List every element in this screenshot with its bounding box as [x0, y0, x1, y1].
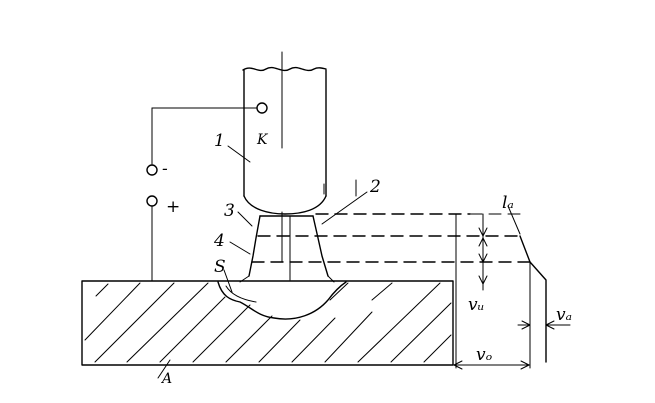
dim-arrow-4 [478, 275, 488, 285]
zone-levels [251, 213, 531, 263]
label-electrode-number: 1 [214, 131, 225, 151]
weld-pool-inner [225, 285, 257, 303]
label-part-5: S [214, 257, 226, 277]
electrode-tip [243, 195, 327, 215]
dimensions [452, 205, 571, 370]
dim-arrow-v-o-right [520, 360, 530, 370]
positive-terminal [146, 195, 158, 207]
label-part-3: 3 [224, 201, 235, 221]
leader-l-a [507, 205, 521, 235]
label-cathode: K [256, 132, 269, 148]
dim-arrow-3 [478, 253, 488, 263]
label-v-o: vₒ [476, 345, 493, 365]
label-v-u: vᵤ [468, 295, 484, 315]
dim-arrow-2 [478, 237, 488, 247]
leader-a [157, 359, 171, 379]
negative-terminal [146, 164, 158, 176]
dim-arrow-v-a-left [521, 320, 531, 330]
workpiece-hatching [84, 282, 452, 363]
label-workpiece: A [160, 371, 172, 387]
dim-arrow-v-a-right [545, 320, 555, 330]
electrode-break-line [242, 66, 327, 72]
arc-foot-left [239, 275, 250, 283]
arc-length-profile [519, 235, 547, 363]
label-minus: - [162, 159, 168, 179]
leader-4 [229, 241, 251, 255]
electrode-terminal [256, 102, 268, 114]
label-plus: + [166, 197, 180, 217]
label-arc-length: lₐ [502, 193, 514, 213]
workpiece [81, 280, 454, 366]
arc-left-boundary [248, 215, 261, 277]
circuit [146, 102, 268, 282]
leader-1 [227, 145, 251, 163]
arc-foot-right [327, 275, 335, 283]
leader-2 [321, 191, 368, 225]
weld-pool-outline [217, 281, 347, 320]
label-part-2: 2 [369, 177, 381, 197]
dim-arrow-1 [478, 227, 488, 237]
arc-column [239, 215, 335, 283]
arc-right-boundary [312, 215, 329, 277]
label-part-4: 4 [213, 231, 225, 251]
workpiece-outline [81, 280, 454, 366]
dim-arrow-v-o-left [453, 360, 463, 370]
leader-5 [223, 269, 233, 293]
label-v-a: vₐ [556, 305, 572, 325]
label-leaders [157, 145, 368, 379]
leader-3 [237, 211, 253, 227]
electrode [242, 51, 327, 263]
